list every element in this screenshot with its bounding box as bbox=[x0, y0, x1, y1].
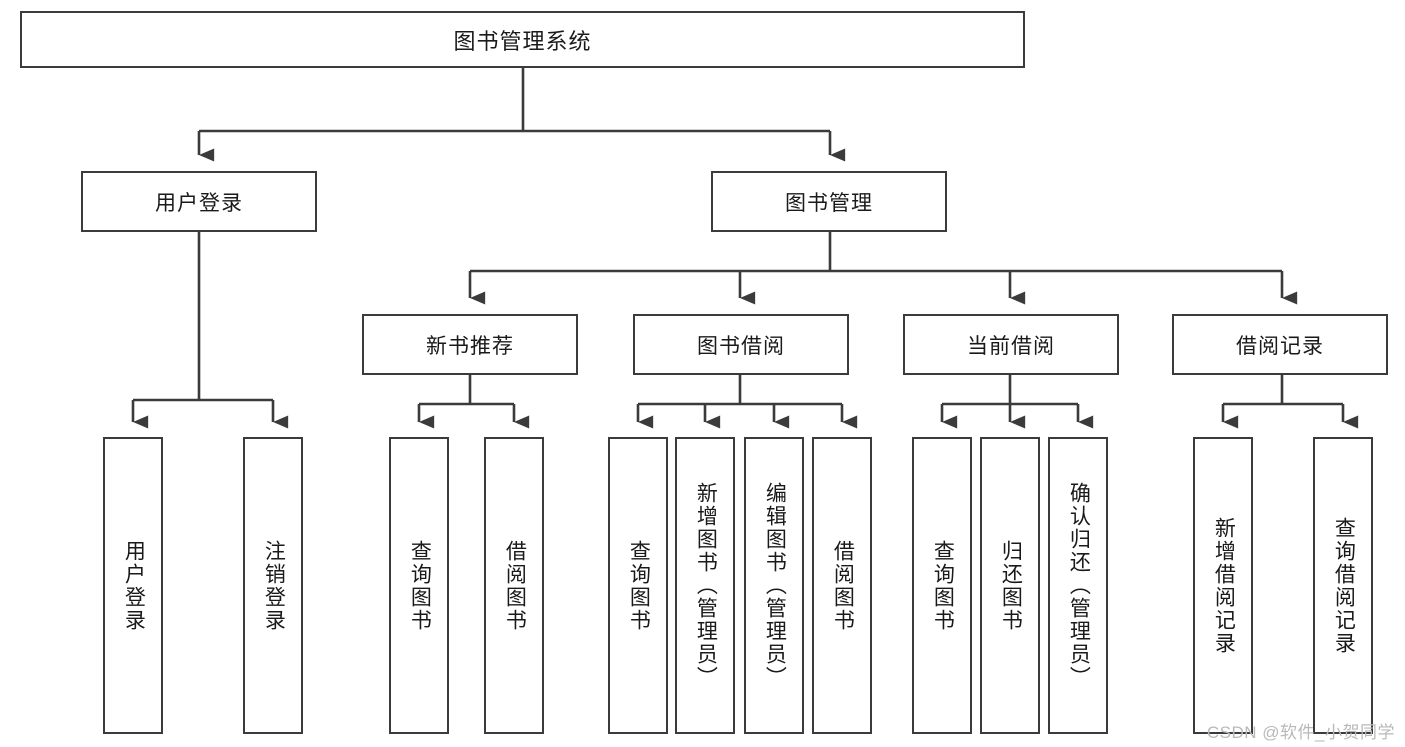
node-borrow-records[interactable]: 借阅记录 bbox=[1172, 314, 1388, 375]
node-root-label: 图书管理系统 bbox=[453, 28, 592, 54]
leaf-borrow-book-label: 借阅图书 bbox=[831, 539, 855, 632]
node-book-borrow-label: 图书借阅 bbox=[697, 334, 785, 358]
node-book-management-label: 图书管理 bbox=[785, 191, 873, 215]
leaf-current-return-book[interactable]: 归还图书 bbox=[980, 437, 1040, 734]
leaf-borrow-edit-book[interactable]: 编辑图书（管理员） bbox=[744, 437, 804, 734]
node-new-book-recommend-label: 新书推荐 bbox=[426, 334, 514, 358]
leaf-borrow-add-book-label: 新增图书（管理员） bbox=[694, 482, 718, 689]
node-new-book-recommend[interactable]: 新书推荐 bbox=[362, 314, 578, 375]
leaf-new-book-query-label: 查询图书 bbox=[408, 539, 432, 632]
leaf-new-book-query[interactable]: 查询图书 bbox=[389, 437, 449, 734]
leaf-logout-label: 注销登录 bbox=[262, 539, 286, 632]
leaf-current-return-book-label: 归还图书 bbox=[999, 539, 1023, 632]
node-book-borrow[interactable]: 图书借阅 bbox=[633, 314, 849, 375]
leaf-add-borrow-record[interactable]: 新增借阅记录 bbox=[1193, 437, 1253, 734]
leaf-borrow-book[interactable]: 借阅图书 bbox=[812, 437, 872, 734]
leaf-borrow-add-book[interactable]: 新增图书（管理员） bbox=[675, 437, 735, 734]
leaf-current-confirm-return[interactable]: 确认归还（管理员） bbox=[1048, 437, 1108, 734]
leaf-current-confirm-return-label: 确认归还（管理员） bbox=[1067, 482, 1091, 689]
leaf-new-book-borrow-label: 借阅图书 bbox=[503, 539, 527, 632]
leaf-current-query-book[interactable]: 查询图书 bbox=[912, 437, 972, 734]
node-user-login-label: 用户登录 bbox=[155, 191, 243, 215]
leaf-query-borrow-record-label: 查询借阅记录 bbox=[1332, 516, 1356, 655]
node-root[interactable]: 图书管理系统 bbox=[20, 11, 1025, 68]
leaf-borrow-query-book-label: 查询图书 bbox=[627, 539, 651, 632]
leaf-add-borrow-record-label: 新增借阅记录 bbox=[1212, 516, 1236, 655]
leaf-user-login-label: 用户登录 bbox=[122, 539, 146, 632]
leaf-user-login[interactable]: 用户登录 bbox=[103, 437, 163, 734]
watermark: CSDN @软件_小贺同学 bbox=[1206, 723, 1395, 742]
leaf-borrow-edit-book-label: 编辑图书（管理员） bbox=[763, 482, 787, 689]
leaf-logout[interactable]: 注销登录 bbox=[243, 437, 303, 734]
leaf-new-book-borrow[interactable]: 借阅图书 bbox=[484, 437, 544, 734]
node-user-login[interactable]: 用户登录 bbox=[81, 171, 317, 232]
node-book-management[interactable]: 图书管理 bbox=[711, 171, 947, 232]
node-current-borrow[interactable]: 当前借阅 bbox=[903, 314, 1119, 375]
leaf-current-query-book-label: 查询图书 bbox=[931, 539, 955, 632]
leaf-borrow-query-book[interactable]: 查询图书 bbox=[608, 437, 668, 734]
node-current-borrow-label: 当前借阅 bbox=[967, 334, 1055, 358]
node-borrow-records-label: 借阅记录 bbox=[1236, 334, 1324, 358]
leaf-query-borrow-record[interactable]: 查询借阅记录 bbox=[1313, 437, 1373, 734]
